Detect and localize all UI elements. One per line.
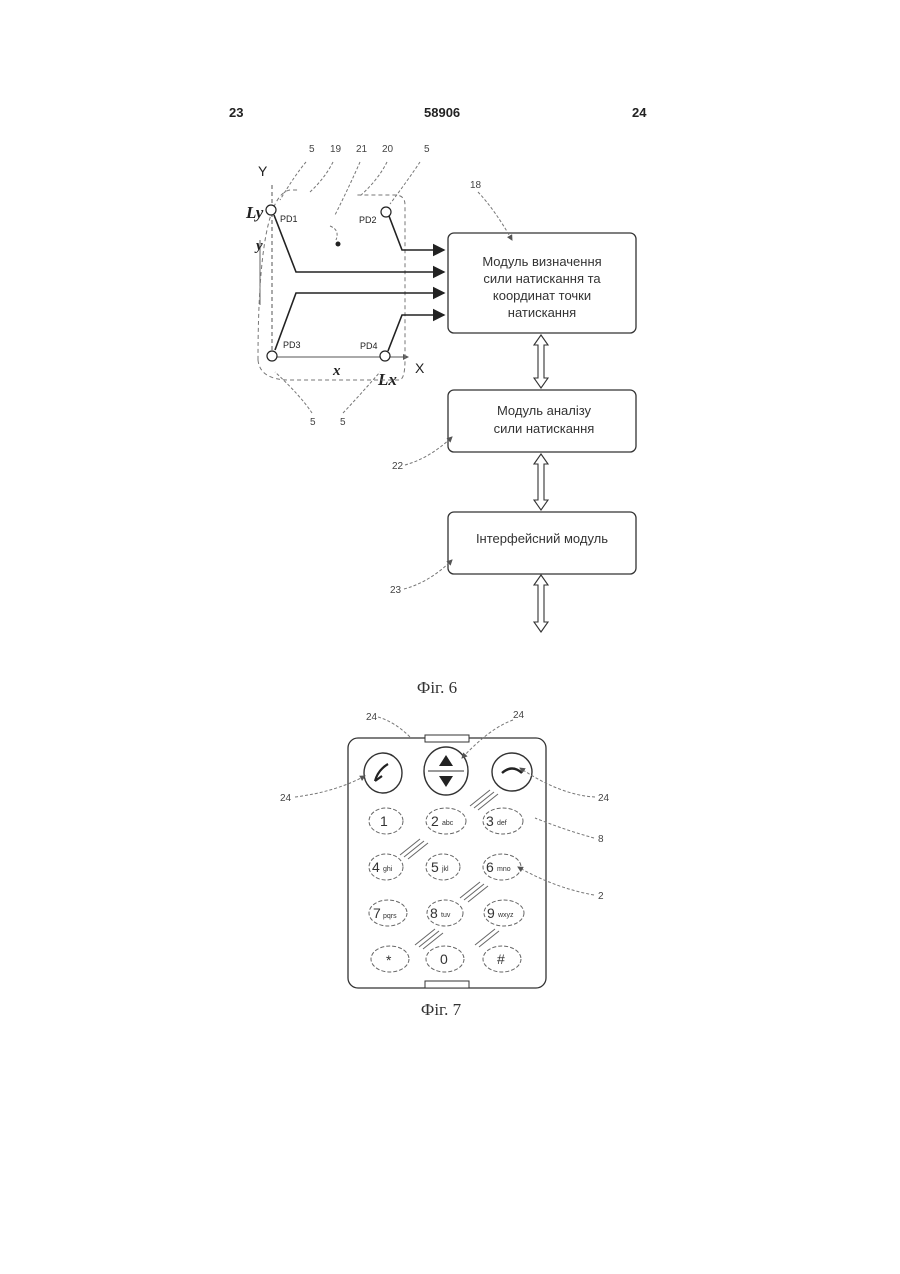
key-5-label: 5	[431, 859, 439, 875]
key-2-label: 2	[431, 813, 439, 829]
figure-6: Y X y x Ly Lx PD1 PD2 PD3 PD4 5 19 21	[245, 144, 636, 697]
figure-7-caption: Фіг. 7	[421, 1000, 462, 1019]
press-point	[336, 242, 341, 247]
key-4-letters: ghi	[383, 866, 393, 873]
key-5-letters: jkl	[441, 866, 449, 873]
leader-20	[360, 162, 387, 196]
x-coordinate-label: x	[332, 363, 341, 379]
ref-24-left: 24	[280, 793, 292, 804]
ly-label: Ly	[245, 203, 264, 222]
key-7-label: 7	[373, 905, 381, 921]
box1-line-3: координат точки	[493, 288, 591, 303]
box2-line-2: сили натискання	[494, 421, 595, 436]
ref-20: 20	[382, 144, 394, 155]
key-6-letters: mno	[497, 866, 511, 873]
end-call-key	[492, 753, 532, 791]
sensor-pd1	[266, 205, 276, 215]
keypad-top-slot	[425, 735, 469, 742]
key-3-letters: def	[497, 820, 507, 827]
ref-21: 21	[356, 144, 368, 155]
ref-18: 18	[470, 180, 482, 191]
box3-line-1: Інтерфейсний модуль	[476, 531, 608, 546]
double-arrow-2	[534, 454, 548, 510]
sensor-label-pd2: PD2	[359, 215, 377, 225]
key-9-label: 9	[487, 905, 495, 921]
leader-5-b2	[343, 372, 380, 413]
key-9-letters: wxyz	[497, 912, 514, 919]
ref-22: 22	[392, 461, 404, 472]
box1-line-2: сили натискання та	[483, 271, 601, 286]
sensor-pd4	[380, 351, 390, 361]
key-4-label: 4	[372, 859, 380, 875]
press-point-leader	[330, 226, 337, 240]
y-coordinate-label: y	[254, 238, 263, 254]
ref-5-bottom-right: 5	[340, 417, 346, 428]
leader-23	[404, 560, 452, 589]
leader-5-right	[390, 162, 420, 204]
key-3-label: 3	[486, 813, 494, 829]
box1-line-4: натискання	[508, 305, 576, 320]
leader-5-b1	[275, 372, 312, 413]
key-7-letters: pqrs	[383, 913, 397, 920]
ref-24-top-right: 24	[513, 710, 525, 721]
figure-7: 1 2 abc 3 def 4 ghi 5 jkl 6 mno 7 pqrs 8…	[280, 710, 610, 1019]
signal-line-pd4	[388, 315, 444, 351]
key-6-label: 6	[486, 859, 494, 875]
ref-19: 19	[330, 144, 342, 155]
sensor-pd2	[381, 207, 391, 217]
box2-line-1: Модуль аналізу	[497, 403, 592, 418]
key-2-letters: abc	[442, 820, 454, 827]
ref-8: 8	[598, 834, 604, 845]
ref-5-top-left: 5	[309, 144, 315, 155]
lx-label: Lx	[377, 370, 397, 389]
figure-6-caption: Фіг. 6	[417, 678, 457, 697]
double-arrow-3	[534, 575, 548, 632]
leader-22	[405, 437, 452, 465]
ref-24-top: 24	[366, 712, 378, 723]
leader-5-left	[280, 162, 306, 200]
sensor-label-pd3: PD3	[283, 340, 301, 350]
keypad-bottom-slot	[425, 981, 469, 988]
call-key	[364, 753, 402, 793]
leader-19	[310, 162, 333, 192]
ref-2: 2	[598, 891, 604, 902]
axis-x-label: X	[415, 360, 425, 376]
key-1-label: 1	[380, 813, 388, 829]
leader-24-top	[378, 717, 410, 737]
box1-line-1: Модуль визначення	[482, 254, 601, 269]
ref-23: 23	[390, 585, 402, 596]
sensor-label-pd4: PD4	[360, 341, 378, 351]
ref-5-bottom-left: 5	[310, 417, 316, 428]
ref-24-right: 24	[598, 793, 610, 804]
axis-y-label: Y	[258, 163, 268, 179]
key-hash-label: #	[497, 951, 505, 967]
key-star-label: *	[386, 952, 392, 968]
sensor-pd3	[267, 351, 277, 361]
double-arrow-1	[534, 335, 548, 388]
key-8-label: 8	[430, 905, 438, 921]
sensor-label-pd1: PD1	[280, 214, 298, 224]
leader-21	[335, 162, 360, 215]
ref-5-top-right: 5	[424, 144, 430, 155]
key-8-letters: tuv	[441, 912, 451, 919]
signal-line-pd2	[389, 216, 444, 250]
key-0-label: 0	[440, 951, 448, 967]
